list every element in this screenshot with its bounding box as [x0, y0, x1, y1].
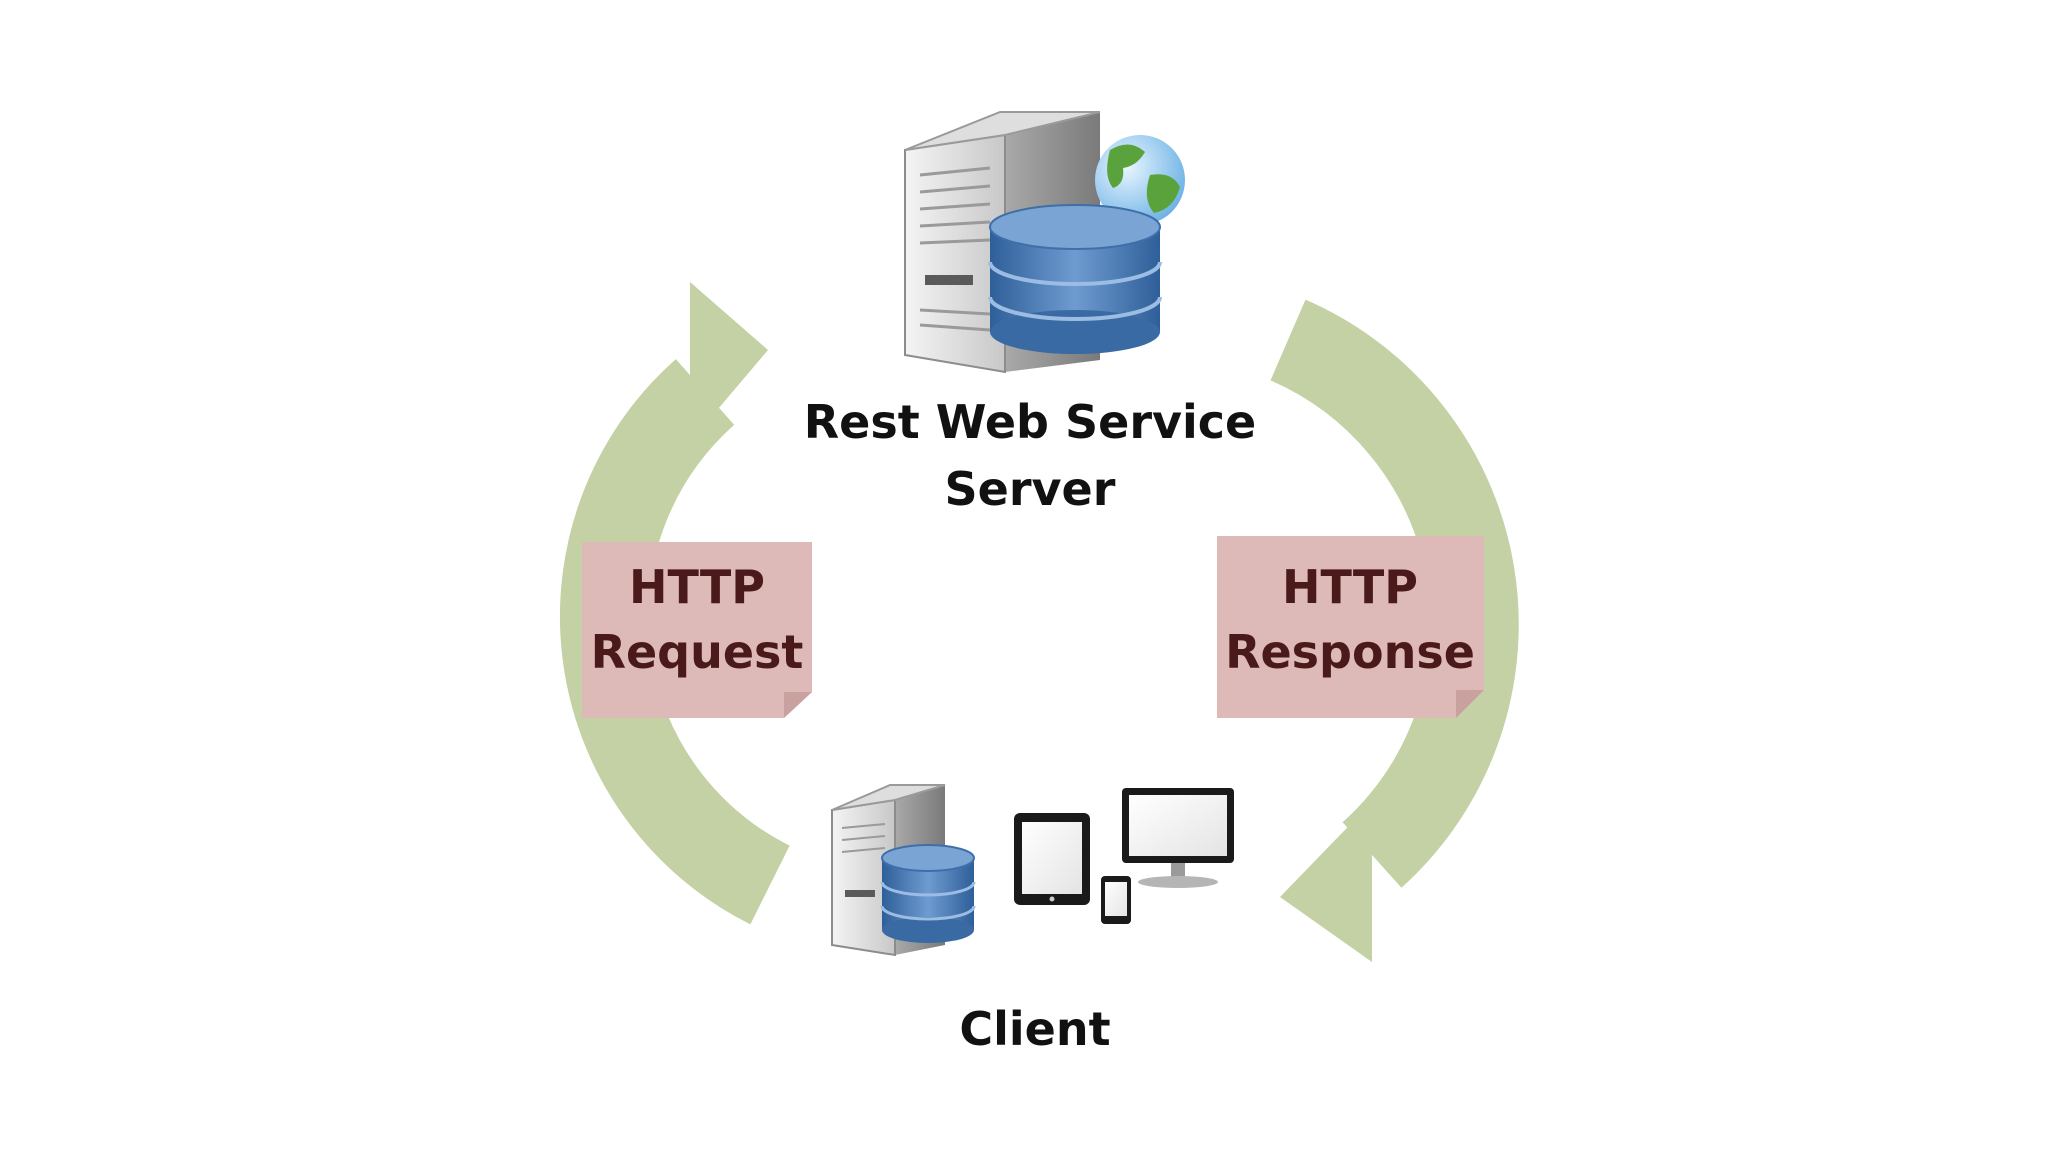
desktop-monitor-icon: [1122, 788, 1234, 888]
response-label-line1: HTTP: [1282, 560, 1418, 614]
smartphone-icon: [1101, 876, 1131, 924]
server-label-line1: Rest Web Service: [804, 395, 1256, 449]
server-group: [904, 111, 1185, 374]
client-group: [831, 784, 1234, 957]
request-label-line2: Request: [591, 625, 804, 679]
response-label-line2: Response: [1225, 625, 1475, 679]
client-label: Client: [959, 1002, 1110, 1056]
tablet-icon: [1014, 813, 1090, 905]
client-database-icon: [880, 844, 976, 943]
server-label-line2: Server: [945, 462, 1116, 516]
request-note: HTTP Request: [582, 542, 812, 718]
globe-icon: [1095, 135, 1185, 225]
response-note: HTTP Response: [1217, 536, 1484, 718]
database-icon: [988, 204, 1162, 354]
request-label-line1: HTTP: [629, 560, 765, 614]
